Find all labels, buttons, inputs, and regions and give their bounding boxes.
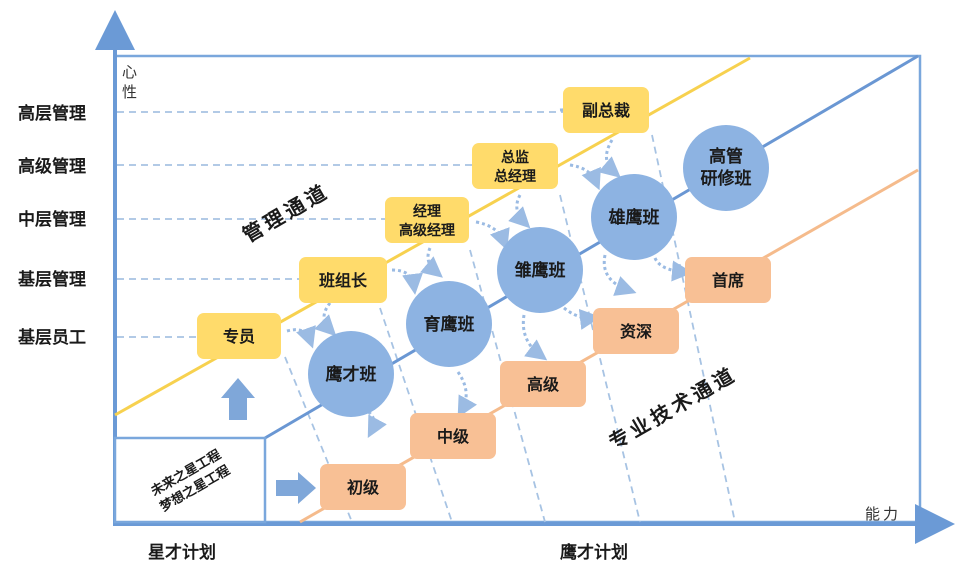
management-channel-label: 管理通道	[239, 179, 334, 248]
right-arrow-icon	[276, 472, 316, 504]
svg-text:总经理: 总经理	[494, 168, 536, 185]
technical-channel-label: 专业技术通道	[605, 362, 742, 455]
management-box-staff: 专员	[197, 313, 281, 359]
curved-arrow-icon	[653, 257, 693, 282]
eagle-class-yingcai: 鹰才班	[308, 331, 394, 417]
svg-text:研修班: 研修班	[701, 168, 752, 189]
svg-text:经理: 经理	[413, 203, 441, 220]
program-box	[113, 436, 267, 524]
management-box-manager: 经理 高级经理	[385, 197, 469, 243]
svg-text:专员: 专员	[223, 327, 255, 346]
curved-arrow-icon	[420, 247, 443, 278]
management-box-director: 总监 总经理	[472, 143, 558, 189]
curved-arrow-icon	[508, 194, 531, 229]
svg-text:高级: 高级	[527, 375, 560, 394]
curved-arrow-icon	[475, 220, 510, 251]
technical-box-expert: 资深	[593, 308, 679, 354]
svg-text:鹰才班: 鹰才班	[326, 364, 377, 385]
level-label-senior: 高级管理	[18, 156, 86, 177]
level-label-middle: 中层管理	[18, 209, 86, 230]
svg-text:高管: 高管	[709, 146, 743, 167]
svg-text:副总裁: 副总裁	[582, 101, 630, 120]
eagle-class-xiongying: 雄鹰班	[591, 174, 677, 260]
technical-box-intermediate: 中级	[410, 413, 496, 459]
level-label-top: 高层管理	[18, 103, 86, 124]
curved-arrow-icon	[286, 325, 316, 349]
y-axis-label-2: 性	[122, 83, 137, 101]
eagle-class-chuying: 雏鹰班	[497, 227, 583, 313]
level-label-staff: 基层员工	[17, 327, 86, 348]
curved-arrow-icon	[521, 314, 548, 361]
svg-text:中级: 中级	[437, 427, 470, 446]
up-arrow-icon	[221, 378, 255, 420]
svg-text:育鹰班: 育鹰班	[424, 314, 475, 335]
svg-text:雏鹰班: 雏鹰班	[515, 260, 566, 281]
curved-arrow-icon	[391, 268, 423, 295]
technical-box-junior: 初级	[320, 464, 406, 510]
curved-arrow-icon	[456, 371, 478, 418]
svg-text:班组长: 班组长	[319, 271, 368, 290]
y-axis-label-1: 心	[122, 63, 137, 81]
plan-label-xingcai: 星才计划	[148, 542, 216, 563]
eagle-class-executive: 高管 研修班	[683, 125, 769, 211]
svg-text:高级经理: 高级经理	[399, 222, 455, 239]
plan-label-yingcai: 鹰才计划	[560, 542, 628, 563]
svg-text:初级: 初级	[347, 478, 380, 497]
curved-arrow-icon	[569, 163, 601, 191]
management-box-vp: 副总裁	[563, 87, 649, 133]
x-axis-label: 能力	[865, 505, 901, 523]
eagle-class-yuying: 育鹰班	[406, 281, 492, 367]
management-box-team-leader: 班组长	[299, 257, 387, 303]
svg-text:首席: 首席	[712, 271, 744, 290]
curved-arrow-icon	[314, 302, 337, 337]
svg-text:雄鹰班: 雄鹰班	[608, 207, 660, 228]
technical-box-senior: 高级	[500, 361, 586, 407]
level-dashed-lines	[117, 111, 580, 338]
svg-text:总监: 总监	[501, 149, 529, 166]
curved-arrow-icon	[553, 298, 601, 330]
curved-arrow-icon	[602, 254, 637, 296]
svg-text:资深: 资深	[620, 322, 652, 341]
curved-arrow-icon	[598, 139, 621, 178]
vertical-dash	[559, 194, 641, 523]
level-label-base: 基层管理	[17, 269, 86, 290]
curved-arrow-icon	[357, 404, 387, 438]
technical-box-chief: 首席	[685, 257, 771, 303]
